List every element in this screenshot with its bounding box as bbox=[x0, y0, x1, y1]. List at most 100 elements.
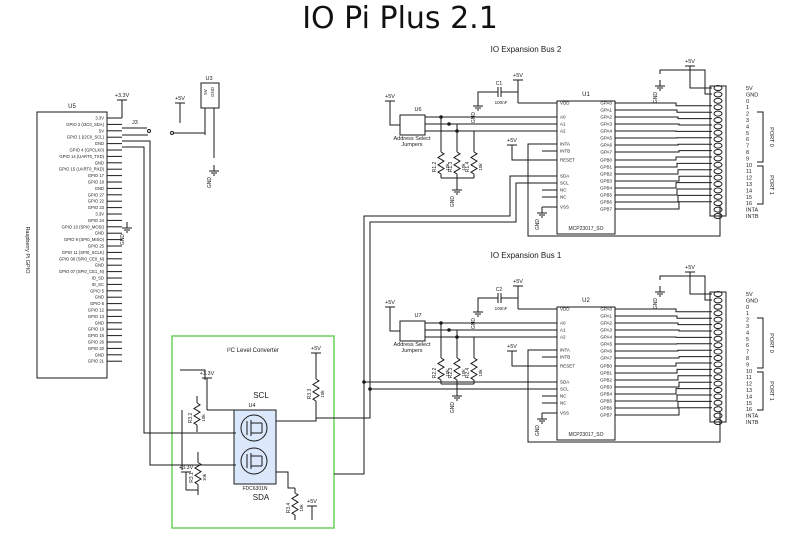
chip-pin-left: SDA bbox=[560, 380, 569, 385]
chip-pin-left: INTA bbox=[560, 348, 570, 353]
jumper-pin bbox=[170, 131, 174, 135]
mosfet-symbol bbox=[240, 414, 268, 442]
pi-pin-label: GPIO 22 bbox=[88, 199, 105, 204]
header-pin bbox=[713, 355, 723, 361]
header-label: 11 bbox=[746, 169, 752, 175]
supply-label: +5V bbox=[513, 279, 523, 285]
wire bbox=[511, 145, 542, 161]
header-label: GND bbox=[746, 298, 758, 304]
resistor-symbol bbox=[194, 462, 202, 485]
chip-pin-right: GPB2 bbox=[600, 172, 613, 177]
port-bracket bbox=[757, 317, 764, 369]
header-pin bbox=[713, 348, 723, 355]
u4-ref: U4 bbox=[248, 403, 255, 409]
address-ref: U7 bbox=[414, 313, 421, 319]
chip-pin-left: A1 bbox=[560, 328, 566, 333]
header-label: 5 bbox=[746, 131, 749, 137]
resistor-symbol bbox=[193, 402, 201, 426]
bus-heading: IO Expansion Bus 2 bbox=[491, 45, 562, 54]
header-pin bbox=[713, 387, 723, 393]
chip-pin-left: NC bbox=[560, 188, 567, 193]
gnd-label: GND bbox=[535, 219, 541, 231]
address-jumper-body bbox=[399, 320, 426, 342]
i2c-scl-bus1 bbox=[369, 388, 542, 418]
resistor-value: 10k bbox=[461, 369, 466, 377]
header-pin bbox=[713, 161, 723, 168]
supply-label: +5V bbox=[685, 265, 695, 271]
address-jumper-body bbox=[399, 114, 426, 136]
chip-pin-left: VDD bbox=[560, 307, 570, 312]
resistor-ref: R1.2 bbox=[432, 162, 438, 173]
chip-pin-right: GPB7 bbox=[600, 207, 613, 212]
header-pin bbox=[713, 361, 723, 368]
pi-pin-label: GPIO 4 (GPCLK0) bbox=[70, 148, 105, 153]
chip-pin-right: GPB1 bbox=[600, 371, 613, 376]
resistor-ref: R2.2 bbox=[432, 368, 438, 379]
resistor-value: 10k bbox=[445, 163, 450, 171]
header-label: 5 bbox=[746, 337, 749, 343]
sda-label: SDA bbox=[253, 493, 270, 502]
resistor-symbol bbox=[291, 492, 299, 516]
chip-pin-right: GPA0 bbox=[600, 101, 612, 106]
capacitor-value: 100nF bbox=[495, 100, 508, 105]
chip-pin-right: GPB3 bbox=[600, 385, 613, 390]
pi-pin-label: GND bbox=[95, 320, 104, 325]
port-label: PORT 0 bbox=[768, 333, 774, 353]
header-label: 13 bbox=[746, 388, 752, 394]
header-pin bbox=[713, 329, 723, 336]
junction-dot bbox=[368, 387, 372, 391]
pi-pin-label: GPIO 5 bbox=[90, 288, 105, 293]
chip-pin-left: A2 bbox=[560, 129, 566, 134]
pi-pin-label: GND bbox=[95, 141, 104, 146]
gpio-net bbox=[632, 400, 712, 409]
resistor-symbol bbox=[437, 151, 445, 175]
gpio-net bbox=[632, 116, 712, 120]
resistor-value: 10k bbox=[461, 163, 466, 171]
wire bbox=[477, 91, 498, 100]
pi-pin-label: GPIO 11 (SPI0_SCLK) bbox=[62, 250, 105, 255]
gpio-net bbox=[632, 375, 712, 381]
pi-pin-label: GPIO 1 (I2C0_SCL) bbox=[67, 135, 105, 140]
pi-pin-label: GND bbox=[95, 231, 104, 236]
chip-pin-right: GPA7 bbox=[600, 356, 612, 361]
chip-pin-right: GPA7 bbox=[600, 150, 612, 155]
resistor-value: 10k bbox=[299, 504, 304, 512]
header-pin bbox=[713, 303, 723, 310]
gpio-net bbox=[632, 143, 712, 146]
pi-pin-label: GPIO 13 bbox=[88, 314, 105, 319]
gpio-net bbox=[632, 175, 712, 182]
port-label: PORT 1 bbox=[768, 381, 774, 401]
pi-body bbox=[36, 111, 108, 379]
header-pin bbox=[713, 399, 723, 406]
pi-pin-label: GND bbox=[95, 295, 104, 300]
address-label: Jumpers bbox=[401, 142, 422, 148]
header-label: INTB bbox=[746, 214, 759, 220]
chip-ref: U2 bbox=[582, 298, 590, 304]
chip-pin-left: A0 bbox=[560, 321, 566, 326]
int-net bbox=[527, 349, 721, 443]
header-label: 12 bbox=[746, 382, 752, 388]
wire bbox=[180, 369, 206, 380]
chip-pin-right: GPB4 bbox=[600, 186, 613, 191]
gpio-net bbox=[632, 102, 712, 107]
u3-pin-label: 5V bbox=[203, 89, 208, 95]
resistor-ref: R2.3 bbox=[448, 368, 454, 379]
port-bracket bbox=[757, 111, 764, 163]
gpio-net bbox=[632, 356, 712, 359]
pi-pin-label: GPIO 15 (UART0_RXD) bbox=[59, 167, 105, 172]
chip-part: MCP23017_SO bbox=[568, 432, 603, 438]
chip-pin-right: GPB6 bbox=[600, 406, 613, 411]
header-pin bbox=[713, 310, 723, 317]
pi-pin-label: GPIO 17 bbox=[88, 173, 105, 178]
gpio-net bbox=[632, 182, 712, 189]
header-pin bbox=[713, 323, 723, 329]
chip-part: MCP23017_SO bbox=[568, 226, 603, 232]
pi-pin-label: GPIO 26 bbox=[88, 340, 105, 345]
address-label: Address Select bbox=[394, 342, 431, 348]
chip-pin-right: GPB0 bbox=[600, 158, 613, 163]
chip-pin-left: NC bbox=[560, 195, 567, 200]
address-label: Address Select bbox=[394, 136, 431, 142]
chip-pin-right: GPA3 bbox=[600, 328, 612, 333]
header-pin bbox=[713, 97, 723, 104]
gpio-net bbox=[632, 322, 712, 326]
